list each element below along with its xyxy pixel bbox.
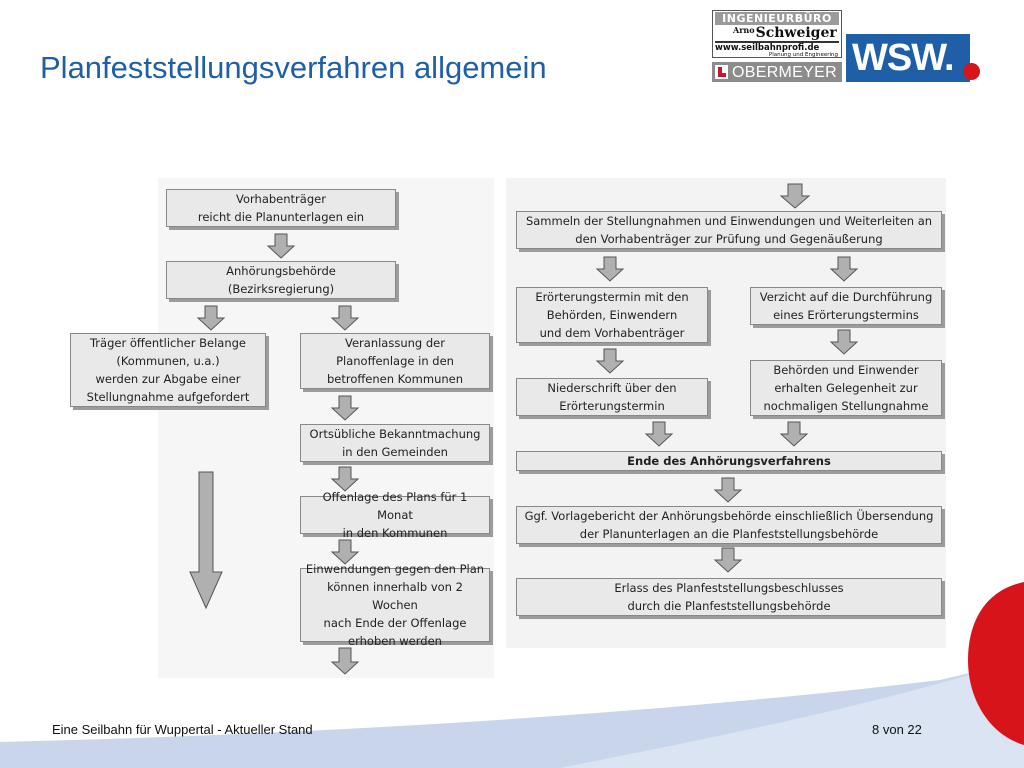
wsw-logo: WSW.	[846, 34, 970, 82]
arrow-down-icon	[330, 647, 360, 675]
arrow-down-icon	[196, 305, 226, 331]
arrow-down-icon	[595, 348, 625, 374]
ingenieurbuero-name-text: Schweiger	[755, 25, 837, 41]
arrow-down-icon	[330, 305, 360, 331]
arrow-down-icon	[713, 547, 743, 573]
arrow-down-icon	[829, 329, 859, 355]
ingenieurbuero-logo: INGENIEURBÜRO ArnoSchweiger www.seilbahn…	[712, 10, 842, 58]
logo-divider	[715, 41, 839, 43]
box-verzicht-text: Verzicht auf die Durchführung eines Erör…	[759, 290, 933, 322]
box-ende-text: Ende des Anhörungsverfahrens	[627, 454, 831, 468]
box-niederschrift: Niederschrift über den Erörterungstermin	[516, 378, 708, 416]
box-bekanntmachung: Ortsübliche Bekanntmachung in den Gemein…	[300, 424, 490, 462]
box-einwendungen-text: Einwendungen gegen den Plan können inner…	[305, 562, 485, 648]
arrow-down-icon	[330, 395, 360, 421]
ingenieurbuero-tagline: Planung und Engineering	[768, 52, 838, 58]
obermeyer-logo: OBERMEYER	[712, 62, 842, 82]
box-veranlassung-text: Veranlassung der Planoffenlage in den be…	[326, 336, 464, 386]
slide-title: Planfeststellungsverfahren allgemein	[40, 50, 547, 85]
box-bekanntmachung-text: Ortsübliche Bekanntmachung in den Gemein…	[309, 427, 481, 459]
arrow-down-icon	[595, 256, 625, 282]
box-erlass-text: Erlass des Planfeststellungsbeschlusses …	[614, 581, 844, 613]
ingenieurbuero-label: INGENIEURBÜRO	[715, 12, 839, 25]
ingenieurbuero-name: ArnoSchweiger	[733, 25, 837, 41]
wsw-dot-icon	[963, 63, 980, 80]
box-behoerden-einwender-text: Behörden und Einwender erhalten Gelegenh…	[763, 363, 929, 413]
arrow-down-icon	[779, 183, 811, 209]
obermeyer-logo-text: OBERMEYER	[732, 64, 837, 81]
wsw-logo-text: WSW.	[852, 37, 955, 79]
box-niederschrift-text: Niederschrift über den Erörterungstermin	[547, 381, 677, 413]
red-arc-decoration	[968, 582, 1024, 745]
box-offenlage-text: Offenlage des Plans für 1 Monat in den K…	[322, 490, 468, 540]
box-sammeln-text: Sammeln der Stellungnahmen und Einwendun…	[525, 214, 933, 246]
box-vorhabentraeger-text: Vorhabenträger reicht die Planunterlagen…	[197, 192, 365, 224]
ingenieurbuero-url: www.seilbahnprofi.de	[715, 43, 820, 53]
long-arrow-down-icon	[189, 471, 223, 610]
arrow-down-icon	[330, 466, 360, 492]
box-behoerden-einwender: Behörden und Einwender erhalten Gelegenh…	[750, 360, 942, 416]
box-einwendungen: Einwendungen gegen den Plan können inner…	[300, 562, 490, 648]
arrow-down-icon	[829, 256, 859, 282]
ingenieurbuero-name-prefix: Arno	[733, 25, 755, 35]
box-sammeln: Sammeln der Stellungnahmen und Einwendun…	[516, 211, 942, 249]
arrow-down-icon	[644, 421, 674, 447]
box-veranlassung: Veranlassung der Planoffenlage in den be…	[300, 333, 490, 389]
box-ende-anhoerungsverfahren: Ende des Anhörungsverfahrens	[516, 451, 942, 471]
arrow-down-icon	[266, 233, 296, 259]
obermeyer-mark-icon	[715, 65, 728, 79]
box-traeger-oeffentlicher-belange: Träger öffentlicher Belange (Kommunen, u…	[70, 333, 266, 407]
box-offenlage: Offenlage des Plans für 1 Monat in den K…	[300, 490, 490, 540]
box-vorlagebericht-text: Ggf. Vorlagebericht der Anhörungsbehörde…	[524, 509, 934, 541]
box-erlass: Erlass des Planfeststellungsbeschlusses …	[516, 578, 942, 616]
box-vorlagebericht: Ggf. Vorlagebericht der Anhörungsbehörde…	[516, 506, 942, 544]
page-indicator: 8 von 22	[872, 722, 922, 737]
box-traeger-text: Träger öffentlicher Belange (Kommunen, u…	[86, 336, 250, 404]
box-anhoerungsbehoerde: Anhörungsbehörde (Bezirksregierung)	[166, 261, 396, 299]
box-eroerterungstermin-text: Erörterungstermin mit den Behörden, Einw…	[535, 290, 689, 340]
box-anhoerungsbehoerde-text: Anhörungsbehörde (Bezirksregierung)	[226, 264, 336, 296]
box-verzicht: Verzicht auf die Durchführung eines Erör…	[750, 287, 942, 325]
arrow-down-icon	[330, 539, 360, 565]
box-vorhabentraeger: Vorhabenträger reicht die Planunterlagen…	[166, 189, 396, 227]
box-eroerterungstermin: Erörterungstermin mit den Behörden, Einw…	[516, 287, 708, 343]
arrow-down-icon	[779, 421, 809, 447]
arrow-down-icon	[713, 477, 743, 503]
footer-text: Eine Seilbahn für Wuppertal - Aktueller …	[52, 722, 313, 737]
